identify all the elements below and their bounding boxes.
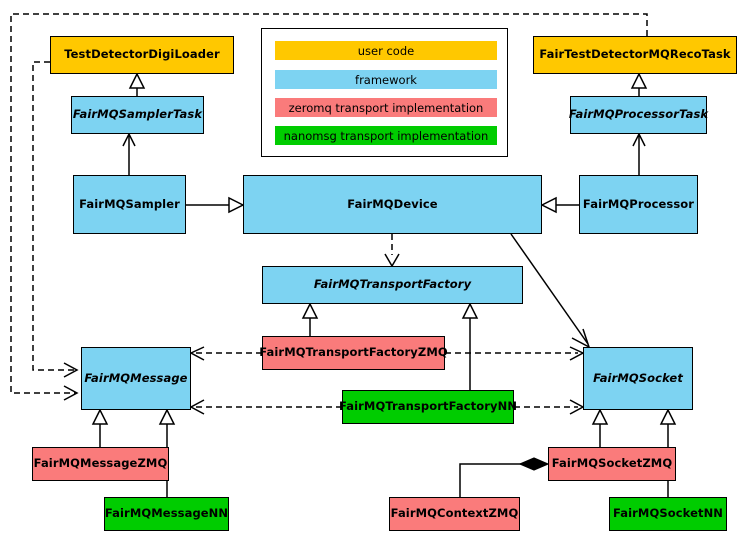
edge-sampler-generalizes-samplertask bbox=[122, 132, 136, 175]
class-node-label: TestDetectorDigiLoader bbox=[64, 47, 220, 62]
class-node-label: FairMQDevice bbox=[347, 196, 438, 211]
legend-item-nanomsg: nanomsg transport implementation bbox=[275, 126, 497, 145]
class-node-label: FairMQSocketNN bbox=[612, 506, 724, 521]
legend-label-nanomsg: nanomsg transport implementation bbox=[283, 128, 489, 143]
class-node-label: FairMQContextZMQ bbox=[390, 506, 519, 521]
legend-item-framework: framework bbox=[275, 70, 497, 89]
class-node-FairMQSocket[interactable]: FairMQSocket bbox=[583, 347, 693, 410]
class-node-label: FairMQProcessorTask bbox=[568, 107, 709, 122]
edge-socketzmq-generalizes-socket bbox=[591, 408, 609, 447]
edge-factorynn-creates-message bbox=[189, 399, 342, 415]
class-node-FairMQTransportFactoryNN[interactable]: FairMQTransportFactoryNN bbox=[338, 390, 518, 424]
edge-processor-generalizes-device bbox=[540, 196, 579, 214]
class-node-FairMQSocketZMQ[interactable]: FairMQSocketZMQ bbox=[548, 447, 676, 481]
edge-processortask-generalizes-recotask bbox=[630, 72, 648, 96]
class-node-FairMQSamplerTask[interactable]: FairMQSamplerTask bbox=[71, 96, 204, 134]
legend-panel: user code framework zeromq transport imp… bbox=[261, 28, 508, 157]
class-node-label: FairMQMessage bbox=[84, 370, 188, 385]
class-node-FairMQTransportFactory[interactable]: FairMQTransportFactory bbox=[262, 266, 523, 304]
edge-factorynn-generalizes-factory bbox=[461, 302, 479, 390]
legend-item-zeromq: zeromq transport implementation bbox=[275, 98, 497, 117]
legend-item-user-code: user code bbox=[275, 41, 497, 60]
edge-samplertask-generalizes-digiloader bbox=[128, 72, 146, 96]
edge-device-uses-transportfactory bbox=[384, 234, 400, 268]
class-node-label: FairMQTransportFactoryNN bbox=[338, 399, 518, 414]
class-node-FairMQProcessorTask[interactable]: FairMQProcessorTask bbox=[568, 96, 709, 134]
class-node-TestDetectorDigiLoader[interactable]: TestDetectorDigiLoader bbox=[50, 36, 234, 74]
class-node-label: FairMQMessageNN bbox=[104, 506, 229, 521]
class-node-FairMQMessageNN[interactable]: FairMQMessageNN bbox=[104, 497, 229, 531]
class-node-label: FairMQProcessor bbox=[582, 196, 695, 211]
class-node-label: FairMQTransportFactory bbox=[313, 277, 472, 292]
class-node-label: FairTestDetectorMQRecoTask bbox=[539, 47, 731, 62]
class-node-FairMQProcessor[interactable]: FairMQProcessor bbox=[579, 175, 698, 234]
class-node-FairMQMessageZMQ[interactable]: FairMQMessageZMQ bbox=[32, 447, 169, 481]
legend-label-user-code: user code bbox=[357, 43, 415, 58]
class-node-label: FairMQSocket bbox=[593, 370, 683, 385]
class-node-label: FairMQSamplerTask bbox=[72, 107, 203, 122]
legend-label-framework: framework bbox=[355, 72, 417, 87]
class-node-label: FairMQTransportFactoryZMQ bbox=[259, 345, 448, 360]
legend-label-zeromq: zeromq transport implementation bbox=[288, 100, 484, 115]
edge-contextzmq-composes-socketzmq bbox=[459, 457, 550, 497]
class-node-FairMQTransportFactoryZMQ[interactable]: FairMQTransportFactoryZMQ bbox=[259, 336, 448, 370]
edge-messagezmq-generalizes-message bbox=[91, 408, 109, 447]
edge-factoryzmq-creates-message bbox=[189, 346, 262, 361]
class-node-label: FairMQSampler bbox=[79, 196, 180, 211]
class-node-FairTestDetectorMQRecoTask[interactable]: FairTestDetectorMQRecoTask bbox=[533, 36, 737, 74]
class-node-FairMQMessage[interactable]: FairMQMessage bbox=[81, 347, 191, 410]
class-node-label: FairMQMessageZMQ bbox=[33, 456, 168, 471]
class-node-FairMQDevice[interactable]: FairMQDevice bbox=[243, 175, 542, 234]
class-node-FairMQContextZMQ[interactable]: FairMQContextZMQ bbox=[389, 497, 520, 531]
class-node-FairMQSampler[interactable]: FairMQSampler bbox=[73, 175, 186, 234]
class-node-FairMQSocketNN[interactable]: FairMQSocketNN bbox=[609, 497, 727, 531]
edge-factoryzmq-generalizes-factory bbox=[301, 302, 319, 336]
class-node-label: FairMQSocketZMQ bbox=[551, 456, 673, 471]
edge-factoryzmq-creates-socket bbox=[445, 346, 585, 361]
edge-factorynn-creates-socket bbox=[514, 399, 585, 415]
edge-processor-generalizes-processortask bbox=[632, 132, 646, 175]
edge-sampler-generalizes-device bbox=[186, 196, 245, 214]
